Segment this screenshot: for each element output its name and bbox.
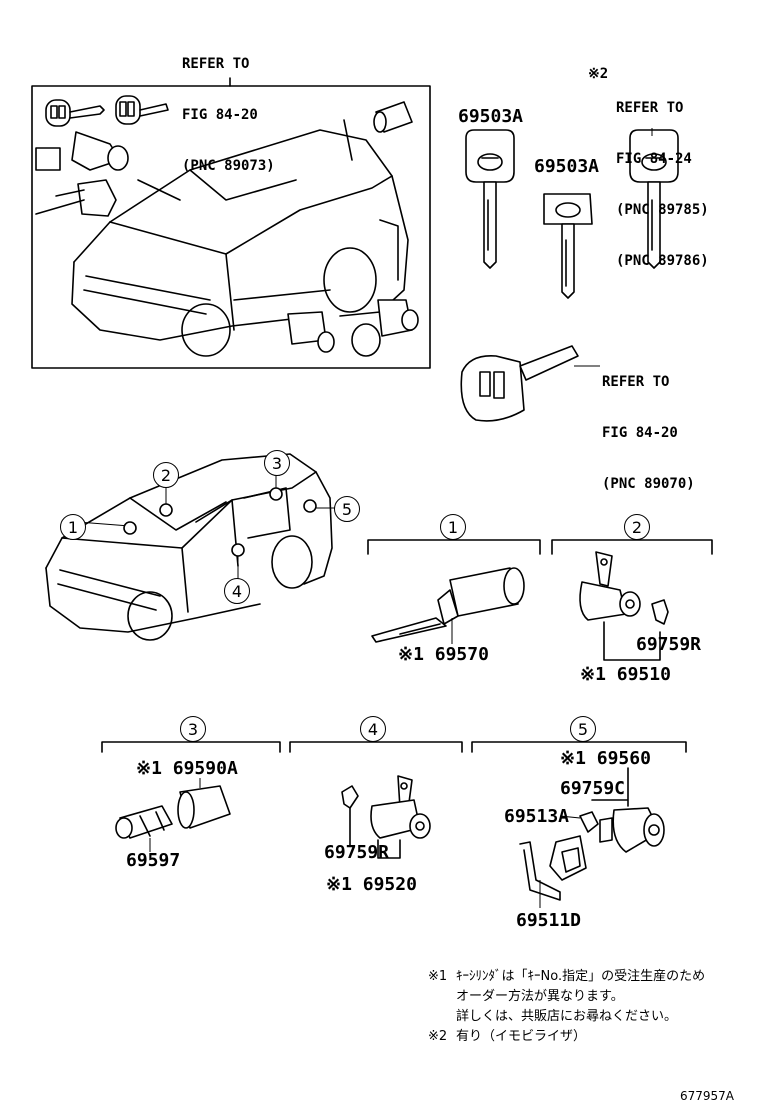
clip-right-icon (651, 599, 669, 625)
right-ref-mark: ※2 (588, 66, 609, 82)
part-number-69520: ※1 69520 (326, 874, 417, 895)
note-1-mark: ※1 (428, 969, 448, 984)
section-1-marker: 1 (440, 514, 466, 540)
top-ref-line1: REFER TO (182, 56, 250, 72)
frame-ignition-icon (35, 131, 129, 171)
master-key-icon (465, 129, 515, 269)
part-number-69759r-a: 69759R (636, 634, 702, 655)
leader-69520 (349, 807, 401, 859)
overview-frame (31, 85, 431, 369)
immobilizer-key-icon (629, 129, 679, 269)
part-number-69597: 69597 (126, 850, 181, 871)
right-ref-line3: (PNC 89785) (616, 202, 709, 218)
part-number-69560: ※1 69560 (560, 748, 651, 769)
bracket-2 (551, 539, 713, 555)
right-ref-line1: REFER TO (616, 100, 684, 116)
bracket-1 (367, 539, 541, 555)
remote-ref-line2: FIG 84-20 (602, 425, 678, 441)
clip-left-icon (341, 785, 359, 809)
callout-1: 1 (60, 514, 86, 540)
remote-ref-line3: (PNC 89070) (602, 476, 695, 492)
right-ref-line2: FIG 84-24 (616, 151, 692, 167)
section-2-marker: 2 (624, 514, 650, 540)
remote-ref-line1: REFER TO (602, 374, 670, 390)
part-number-69590a: ※1 69590A (136, 758, 238, 779)
sub-key-icon (543, 193, 593, 299)
part-number-69570: ※1 69570 (398, 644, 489, 665)
ignition-cylinder-icon (371, 567, 525, 643)
frame-door-lock-icon (35, 179, 117, 217)
leader-69510 (603, 621, 661, 661)
door-lock-cylinder-right-icon (370, 775, 431, 839)
part-number-key-a: 69503A (458, 106, 524, 127)
clip-small-icon (579, 811, 599, 833)
part-number-69759c: 69759C (560, 778, 626, 799)
retainer-ring-icon (549, 835, 587, 881)
section-4-marker: 4 (360, 716, 386, 742)
vehicle-overview-icon (45, 453, 336, 641)
figure-id: 677957A (680, 1089, 735, 1103)
note-2-mark: ※2 (428, 1029, 448, 1044)
top-ref-line2: FIG 84-20 (182, 107, 258, 123)
note-1-line1: ｷｰｼﾘﾝﾀﾞは「ｷｰNo.指定」の受注生産のため (456, 969, 706, 984)
bracket-3 (101, 741, 281, 753)
part-number-69510: ※1 69510 (580, 664, 671, 685)
note-1-line3: 詳しくは、共販店にお尋ねください。 (456, 1009, 678, 1024)
note-2-line1: 有り（イモビライザ） (456, 1029, 587, 1044)
right-ref-line4: (PNC 89786) (616, 253, 709, 269)
remote-ref-block: REFER TO FIG 84-20 (PNC 89070) (602, 340, 695, 510)
remote-key-icon (460, 345, 579, 422)
section-3-marker: 3 (180, 716, 206, 742)
top-ref-line3: (PNC 89073) (182, 158, 275, 174)
part-number-69513a: 69513A (504, 806, 570, 827)
frame-keys-icon (45, 95, 169, 127)
door-lock-cylinder-left-icon (579, 551, 641, 621)
retainer-clip-icon (519, 841, 561, 901)
callout-3: 3 (264, 450, 290, 476)
section-5-marker: 5 (570, 716, 596, 742)
callout-2: 2 (153, 462, 179, 488)
bracket-5 (471, 741, 687, 753)
leader-69560 (591, 767, 629, 807)
callout-4: 4 (224, 578, 250, 604)
bracket-4 (289, 741, 463, 753)
top-ref-block: REFER TO FIG 84-20 (PNC 89073) (182, 22, 275, 192)
part-number-69759r-b: 69759R (324, 842, 390, 863)
back-door-cylinder-icon (115, 785, 231, 839)
callout-5: 5 (334, 496, 360, 522)
frame-rear-cylinders-icon (287, 299, 419, 357)
note-1-line2: オーダー方法が異なります。 (456, 989, 624, 1004)
glove-box-cylinder-icon (599, 807, 665, 853)
part-number-key-b: 69503A (534, 156, 600, 177)
right-ref-block: REFER TO FIG 84-24 (PNC 89785) (PNC 8978… (616, 66, 709, 287)
frame-spare-cylinder-icon (373, 101, 413, 133)
part-number-69511d: 69511D (516, 910, 582, 931)
